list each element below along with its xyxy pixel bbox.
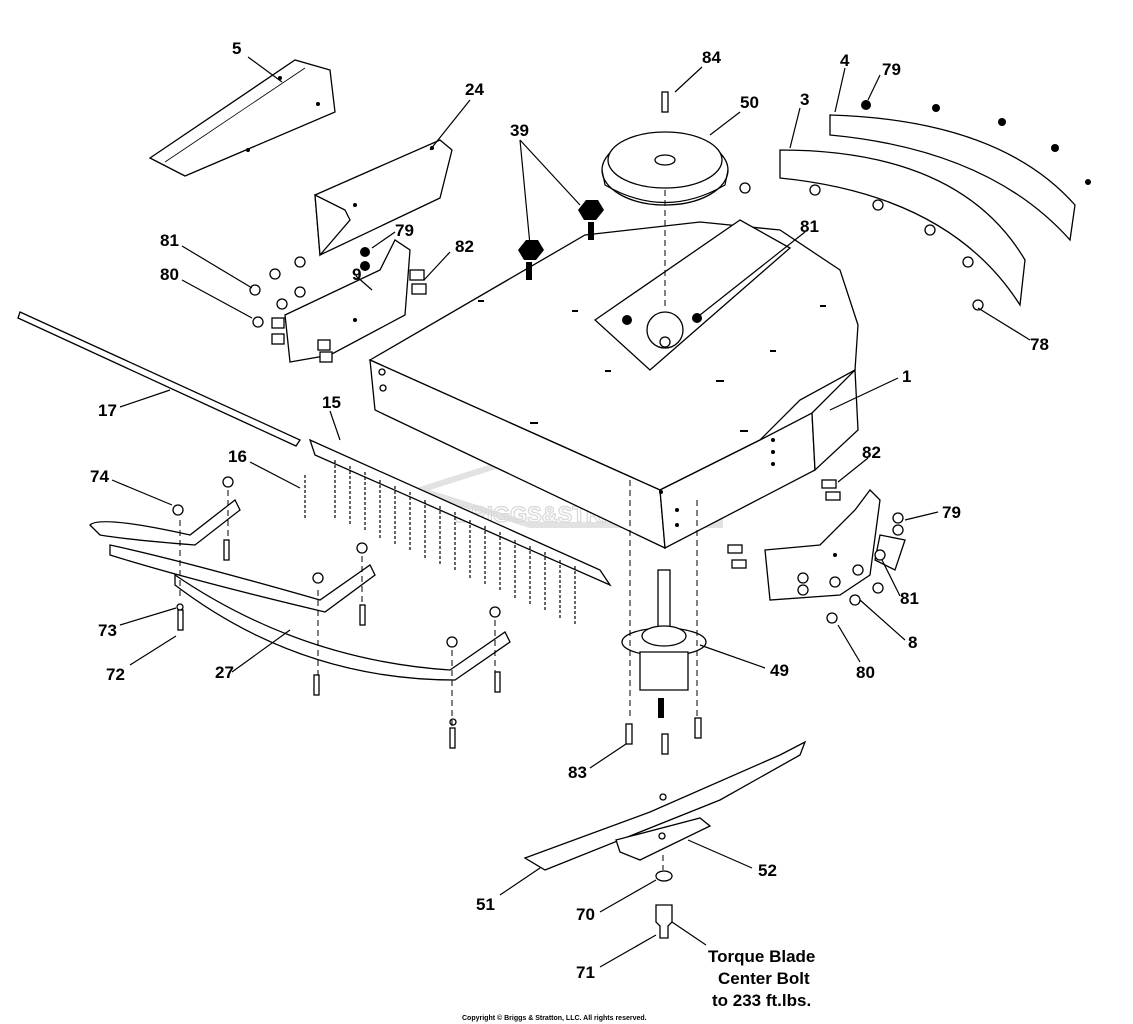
callout-79-top: 79	[882, 60, 901, 79]
callout-80-right: 80	[856, 663, 875, 682]
callout-74: 74	[90, 467, 109, 486]
part-3-part-4-skirts	[739, 100, 1091, 311]
callout-50: 50	[740, 93, 759, 112]
callout-4: 4	[840, 51, 850, 70]
callout-27: 27	[215, 663, 234, 682]
torque-note: Torque Blade Center Bolt to 233 ft.lbs.	[708, 947, 815, 1010]
callout-16: 16	[228, 447, 247, 466]
callout-24: 24	[465, 80, 484, 99]
part-39-knobs	[518, 200, 604, 280]
callout-83: 83	[568, 763, 587, 782]
callout-17: 17	[98, 401, 117, 420]
torque-note-line2: Center Bolt	[718, 969, 810, 988]
copyright-text: Copyright © Briggs & Stratton, LLC. All …	[462, 1014, 647, 1022]
callout-1: 1	[902, 367, 911, 386]
callout-39: 39	[510, 121, 529, 140]
part-70-71-hardware	[655, 870, 673, 939]
callout-73: 73	[98, 621, 117, 640]
callout-79-right: 79	[942, 503, 961, 522]
callout-5: 5	[232, 39, 241, 58]
callout-49: 49	[770, 661, 789, 680]
callout-82-right: 82	[862, 443, 881, 462]
alignment-lines	[179, 190, 698, 870]
part-1-deck	[368, 219, 859, 550]
chains	[334, 460, 576, 626]
callout-80-left: 80	[160, 265, 179, 284]
callout-3: 3	[800, 90, 809, 109]
callout-84: 84	[702, 48, 721, 67]
callout-52: 52	[758, 861, 777, 880]
callout-15: 15	[322, 393, 341, 412]
callout-72: 72	[106, 665, 125, 684]
callout-79-left: 79	[395, 221, 414, 240]
part-24-deflector	[314, 139, 453, 257]
torque-note-line1: Torque Blade	[708, 947, 815, 966]
callout-71: 71	[576, 963, 595, 982]
part-50-pulley	[601, 131, 729, 206]
part-15-chain-guard	[304, 438, 612, 626]
part-5-cover	[148, 59, 336, 177]
torque-note-line3: to 233 ft.lbs.	[712, 991, 811, 1010]
part-9-bracket	[249, 239, 427, 363]
part-27-rails	[89, 476, 511, 749]
callout-82-left: 82	[455, 237, 474, 256]
callout-9: 9	[352, 265, 361, 284]
part-17-rod	[17, 311, 301, 447]
leader-lines	[111, 56, 1031, 968]
part-51-blade	[523, 740, 807, 871]
part-84-pin	[661, 91, 669, 113]
callout-78: 78	[1030, 335, 1049, 354]
callout-51: 51	[476, 895, 495, 914]
callout-81-left: 81	[160, 231, 179, 250]
callout-8: 8	[908, 633, 917, 652]
part-49-spindle	[621, 569, 707, 755]
callout-70: 70	[576, 905, 595, 924]
callout-81-top: 81	[800, 217, 819, 236]
part-52-adapter	[615, 817, 712, 861]
callout-81-right: 81	[900, 589, 919, 608]
